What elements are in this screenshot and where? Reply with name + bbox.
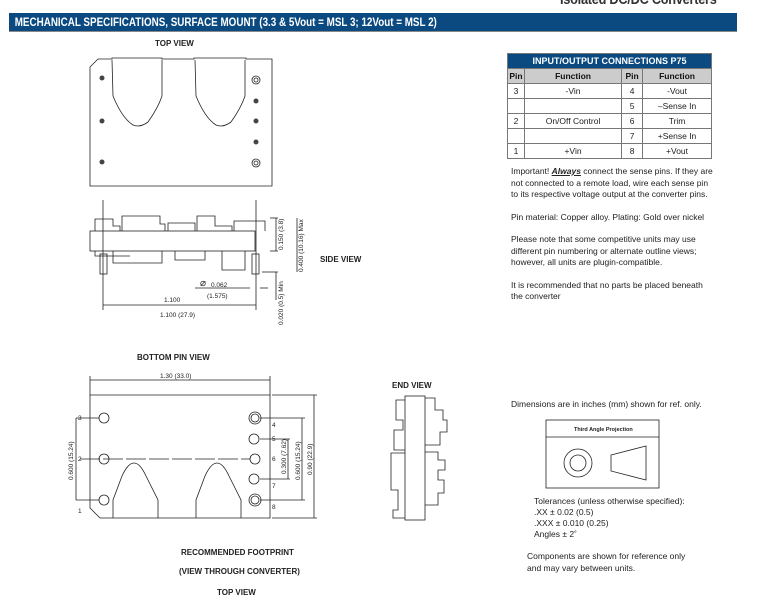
projection-label: Third Angle Projection [574,427,633,433]
tolerance-xx: .XX ± 0.02 (0.5) [534,507,594,517]
footprint-top-view-label: TOP VIEW [217,588,256,597]
col-header-pin: Pin [507,68,525,84]
cell: 3 [507,83,525,99]
third-angle-projection-symbol: Third Angle Projection [545,419,660,489]
dim-pin-diameter-mm: (1.575) [207,293,228,300]
note-beneath: It is recommended that no parts be place… [511,279,703,302]
dim-width: 1.30 (33.0) [160,373,191,380]
footprint-sublabel: (VIEW THROUGH CONVERTER) [179,567,300,576]
dim-pin-min: 0.020 (0.5) Min [278,281,285,325]
pin-label-5: 5 [272,436,276,443]
cell [507,98,525,114]
cell: +Sense In [642,128,712,144]
tolerances-block: Tolerances (unless otherwise specified):… [534,496,739,540]
note-dimensions: Dimensions are in inches (mm) shown for … [511,399,702,409]
cell: 4 [621,83,644,99]
dim-sense-pitch: 0.300 (7.62) [281,439,288,474]
cell [523,98,623,114]
dim-standoff: 0.150 (3.8) [278,219,285,250]
table-row: 5–Sense In [507,98,712,114]
footprint-label: RECOMMENDED FOOTPRINT [181,548,294,557]
top-view-drawing: TOP VIEW [89,39,273,187]
cell: 7 [621,128,644,144]
pin-label-3: 3 [78,415,82,422]
note-competitive: Please note that some competitive units … [511,234,697,267]
pin-label-8: 8 [272,504,276,511]
dim-height: 0.90 (22.9) [307,444,314,475]
note-important-emphasis: Always [551,166,581,176]
cell: 6 [621,113,644,129]
bottom-view-drawing: BOTTOM PIN VIEW 1.30 (33.0) 0.600 (15.24… [68,353,317,597]
section-title: MECHANICAL SPECIFICATIONS, SURFACE MOUNT… [14,15,437,29]
notes-block: Important! Always connect the sense pins… [511,166,716,314]
col-header-pin: Pin [621,68,644,84]
cell: 1 [507,143,525,159]
top-view-label: TOP VIEW [155,39,194,48]
cell: On/Off Control [523,113,623,129]
diameter-icon: ⌀ [200,278,206,289]
pin-label-4: 4 [272,422,276,429]
dim-height-max: 0.400 (10.16) Max [298,218,305,272]
cell [507,128,525,144]
pin-label-1: 1 [78,508,82,515]
side-view-label: SIDE VIEW [320,255,362,264]
dim-pin-diameter: 0.062 [211,282,228,289]
cell: +Vin [523,143,623,159]
note-important: Important! Always connect the sense pins… [511,166,716,201]
end-view-label: END VIEW [392,381,432,390]
cell: 8 [621,143,644,159]
tolerance-xxx: .XXX ± 0.010 (0.25) [534,518,609,528]
tolerance-angles: Angles ± 2˚ [534,529,577,539]
note-components: Components are shown for reference only … [527,551,686,573]
dim-pitch-mm: 1.100 (27.9) [160,312,195,319]
tolerance-title: Tolerances (unless otherwise specified): [534,496,685,506]
note-important-text: connect the sense pins. If they are not … [511,166,713,199]
table-title: INPUT/OUTPUT CONNECTIONS P75 [507,53,712,69]
pin-label-7: 7 [272,483,276,490]
note-material: Pin material: Copper alloy. Plating: Gol… [511,211,705,222]
note-important-prefix: Important! [511,166,552,176]
page-header: Isolated DC/DC Converters [560,0,717,8]
bottom-view-label: BOTTOM PIN VIEW [137,353,210,362]
cell: –Sense In [642,98,712,114]
cell: -Vin [523,83,623,99]
dim-right-pitch: 0.600 (15.24) [295,441,302,480]
side-view-drawing: 0.150 (3.8) 0.400 (10.16) Max 0.020 (0.5… [89,200,362,325]
cell: 5 [621,98,644,114]
col-header-function: Function [523,68,623,84]
cell: Trim [642,113,712,129]
dim-left-pitch: 0.600 (15.24) [68,441,75,480]
pin-label-2: 2 [78,456,82,463]
dim-pitch: 1.100 [164,297,181,304]
table-row: 7+Sense In [507,128,712,144]
section-header: MECHANICAL SPECIFICATIONS, SURFACE MOUNT… [9,13,737,32]
io-connections-table: INPUT/OUTPUT CONNECTIONS P75 Pin Functio… [507,53,712,159]
end-view-drawing: END VIEW [390,381,448,521]
cell [523,128,623,144]
col-header-function: Function [642,68,712,84]
cell: +Vout [642,143,712,159]
pin-label-6: 6 [272,456,276,463]
cell: -Vout [642,83,712,99]
cell: 2 [507,113,525,129]
